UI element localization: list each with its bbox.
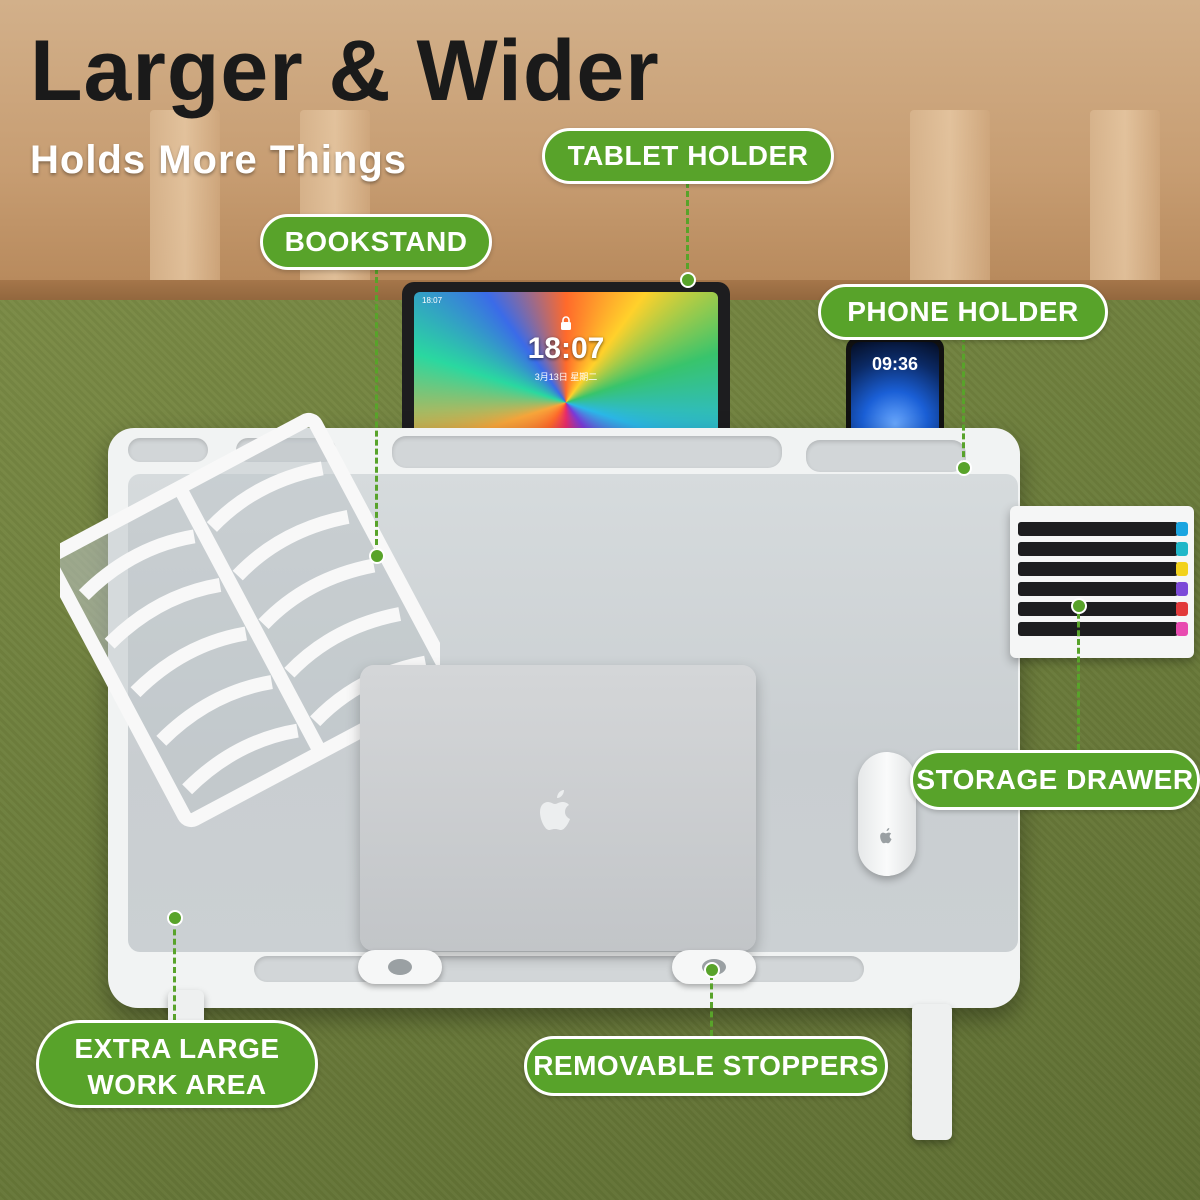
bed-slat (1090, 110, 1160, 310)
stoppers-dot (704, 962, 720, 978)
storage-drawer-dot (1071, 598, 1087, 614)
storage-drawer-leader (1077, 604, 1080, 750)
bookstand-leader (375, 268, 378, 554)
tablet-holder-callout: TABLET HOLDER (542, 128, 834, 184)
removable-stoppers-callout: REMOVABLE STOPPERS (524, 1036, 888, 1096)
tablet-holder-leader (686, 182, 689, 278)
stoppers-leader (710, 974, 713, 1036)
marker-pen (1018, 582, 1188, 596)
pen-slot (128, 438, 208, 462)
phone-holder-label: PHONE HOLDER (847, 296, 1079, 327)
tablet-holder-dot (680, 272, 696, 288)
apple-logo-icon (540, 790, 570, 830)
phone-lock-time: 09:36 (871, 354, 919, 374)
work-area-label-line2: WORK AREA (87, 1069, 267, 1100)
bookstand-callout: BOOKSTAND (260, 214, 492, 270)
removable-stoppers-label: REMOVABLE STOPPERS (533, 1050, 879, 1081)
tablet-slot (392, 436, 782, 468)
work-area-callout: EXTRA LARGE WORK AREA (36, 1020, 318, 1108)
marker-pen (1018, 522, 1188, 536)
bed-slat (300, 110, 370, 310)
bookstand-label: BOOKSTAND (284, 226, 468, 257)
marker-pen (1018, 622, 1188, 636)
removable-stopper (358, 950, 442, 984)
work-area-dot (167, 910, 183, 926)
bed-slat (150, 110, 220, 310)
phone-holder-leader (962, 336, 965, 466)
bookstand-dot (369, 548, 385, 564)
work-area-leader (173, 920, 176, 1020)
storage-drawer-label: STORAGE DRAWER (916, 764, 1194, 795)
headline-title: Larger & Wider (30, 23, 660, 119)
tablet-lock-date: 3月13日 星期二 (534, 372, 598, 382)
phone-holder-dot (956, 460, 972, 476)
tablet-lock-time: 18:07 (527, 332, 605, 365)
apple-logo-icon (880, 828, 892, 844)
marker-pen (1018, 542, 1188, 556)
storage-drawer-callout: STORAGE DRAWER (910, 750, 1200, 810)
lock-icon (561, 316, 571, 330)
tablet-holder-label: TABLET HOLDER (567, 140, 809, 171)
tablet-status-time: 18:07 (422, 296, 443, 305)
work-area-label-line1: EXTRA LARGE (74, 1033, 280, 1064)
bed-slat (910, 110, 990, 310)
phone-holder-callout: PHONE HOLDER (818, 284, 1108, 340)
marker-pen (1018, 562, 1188, 576)
marker-pen (1018, 602, 1188, 616)
tray-leg (912, 1004, 952, 1140)
phone-slot (806, 440, 966, 472)
front-groove (254, 956, 864, 982)
storage-drawer (1010, 506, 1194, 658)
wireless-mouse (858, 752, 916, 876)
headline-subtitle: Holds More Things (30, 138, 407, 182)
